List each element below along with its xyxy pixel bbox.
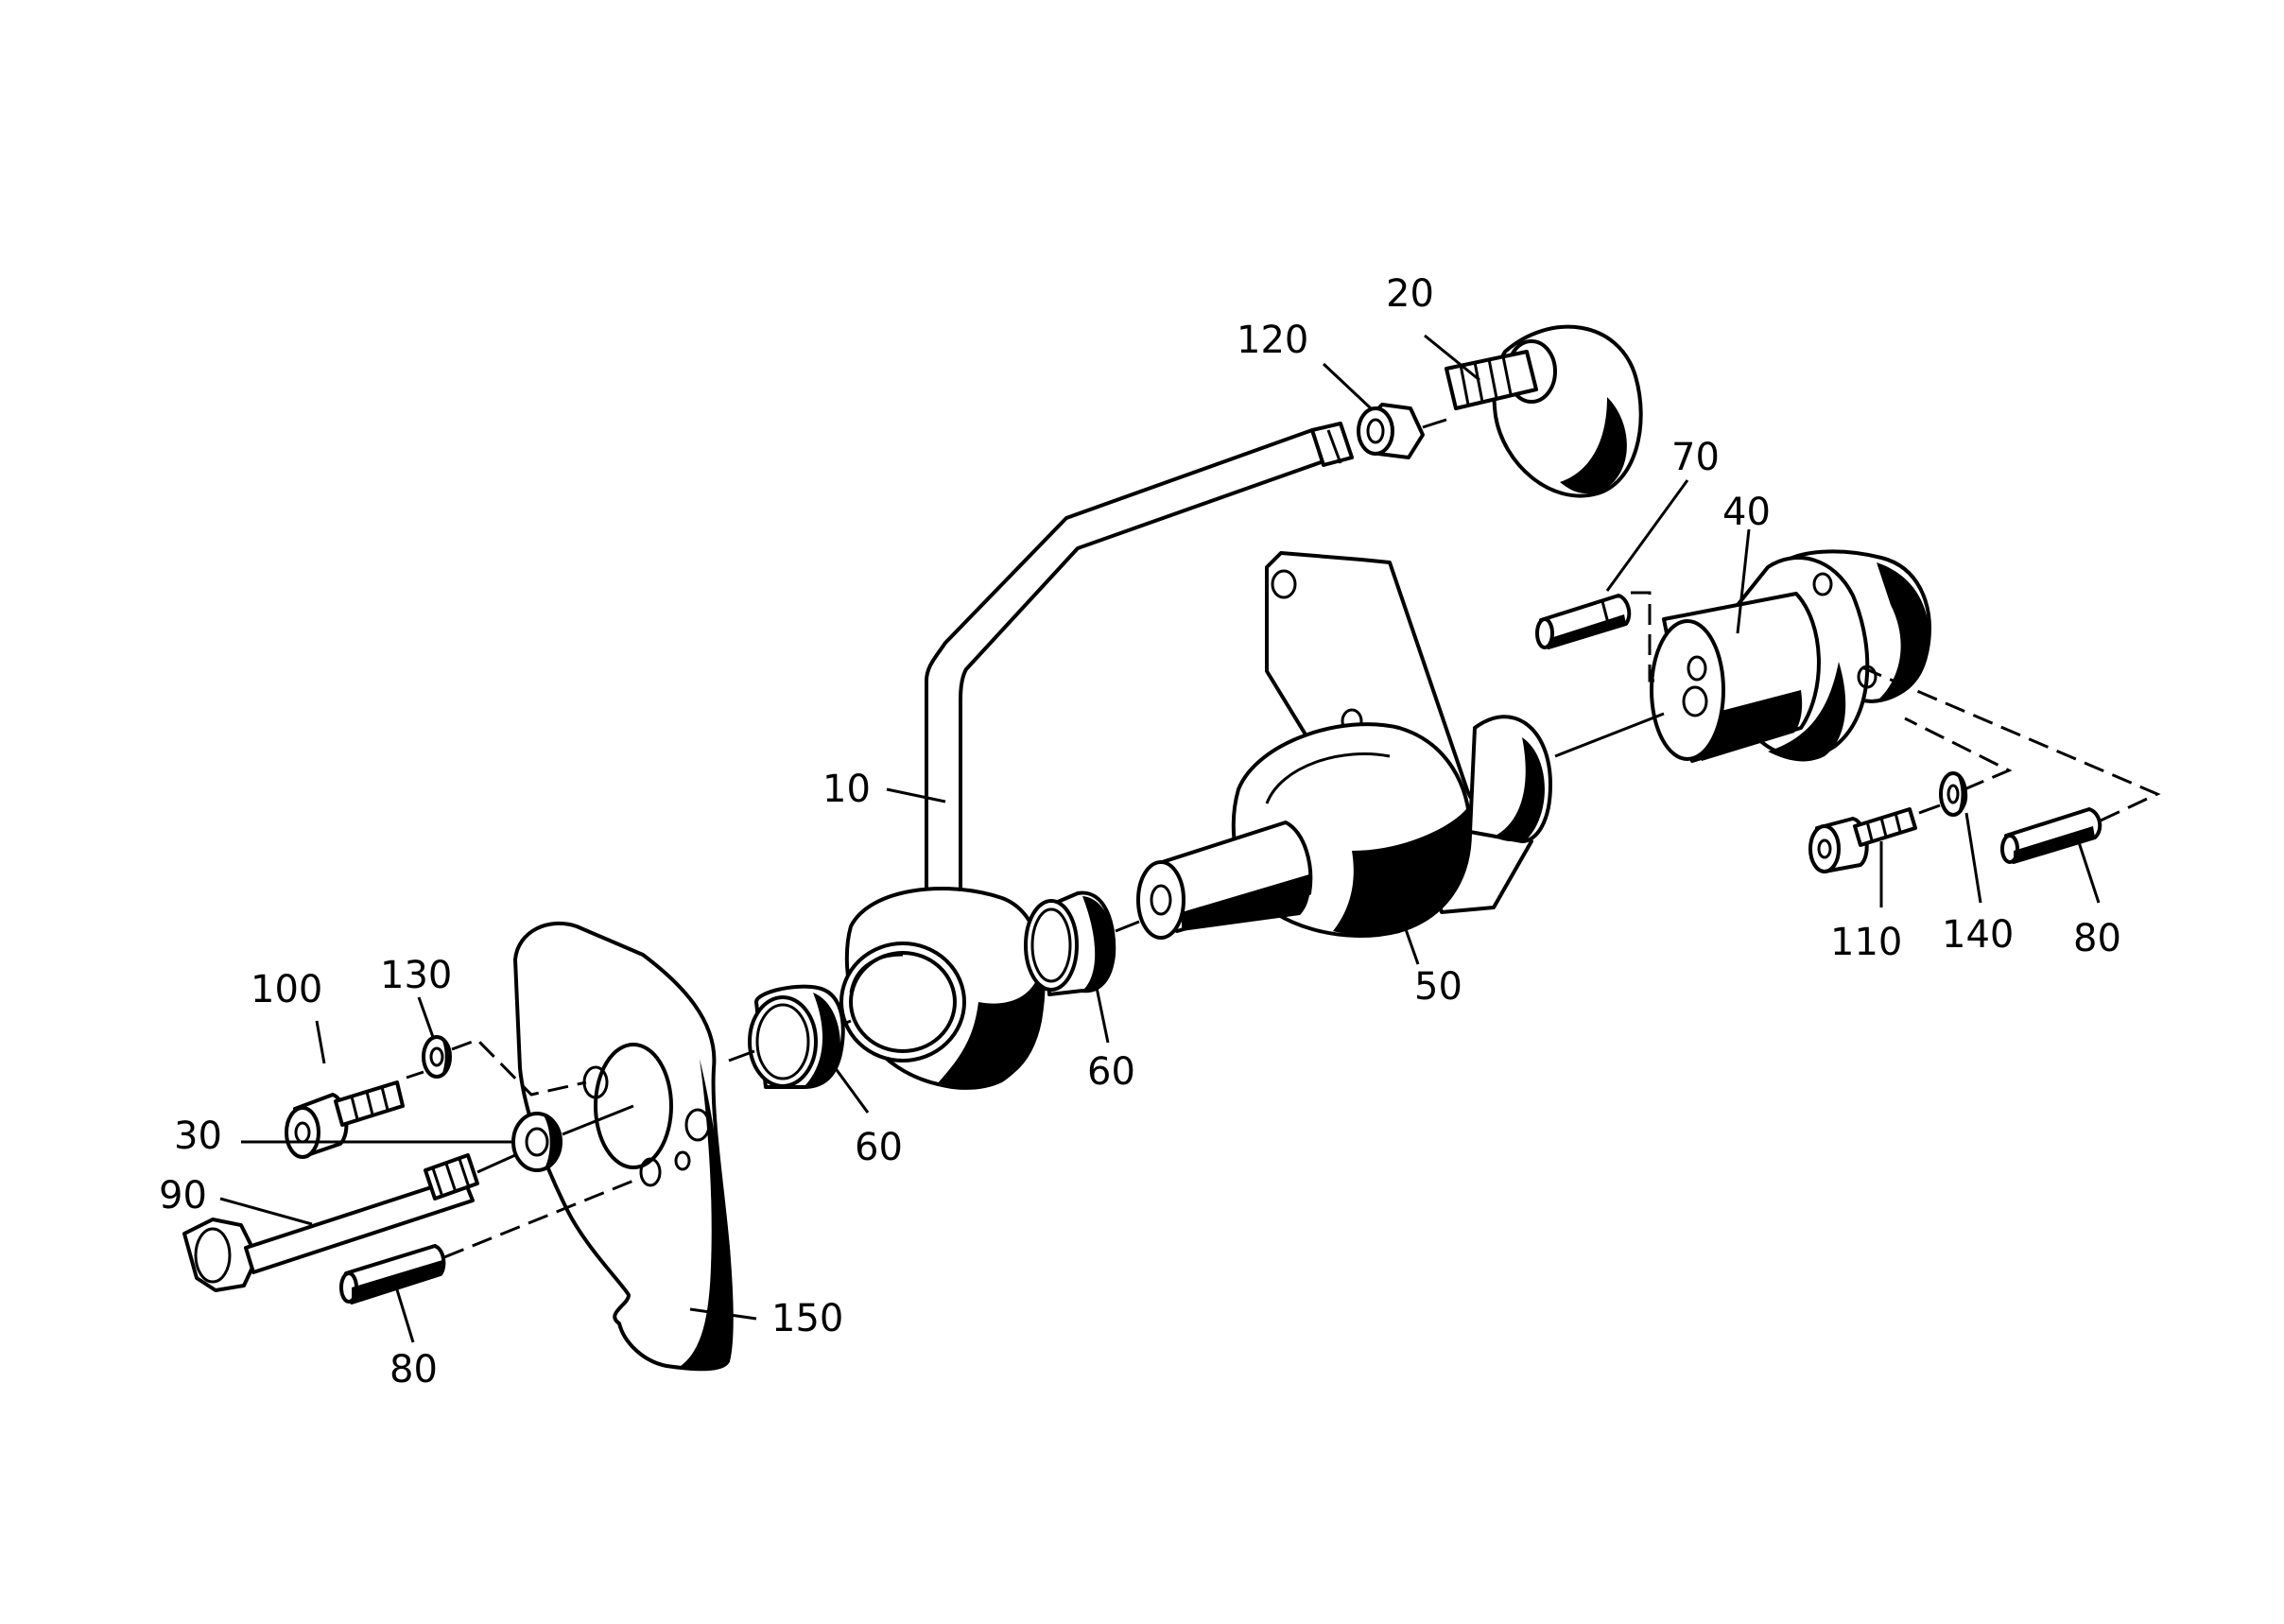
label-30: 30	[174, 1114, 222, 1158]
label-50: 50	[1414, 965, 1462, 1009]
label-20: 20	[1386, 272, 1434, 316]
part-30-washer	[511, 1112, 562, 1172]
label-60-left: 60	[855, 1126, 903, 1169]
part-110-cap-screw	[1808, 807, 1917, 873]
label-80-left: 80	[389, 1348, 438, 1391]
part-90-hex-bolt	[182, 1153, 479, 1292]
part-100-screw	[285, 1080, 405, 1159]
label-150: 150	[771, 1297, 843, 1340]
part-80-pin-right	[2000, 807, 2102, 864]
label-60-right: 60	[1087, 1050, 1135, 1094]
part-20-knob	[1445, 324, 1643, 498]
part-50-bracket-shaft	[1136, 551, 1552, 940]
label-70: 70	[1671, 436, 1720, 479]
label-40: 40	[1722, 491, 1771, 534]
label-100: 100	[251, 968, 322, 1011]
callout-labels: 10 20 120 70 40 50 60 60 110 140 80 100 …	[159, 272, 2121, 1391]
label-120: 120	[1237, 319, 1308, 362]
label-130: 130	[380, 954, 452, 997]
part-40-collar	[1650, 549, 1931, 763]
part-60-bushing-right	[1024, 890, 1116, 996]
label-80-right: 80	[2073, 917, 2121, 960]
part-60-bushing-left	[748, 984, 845, 1089]
part-130-washer	[422, 1035, 452, 1079]
assembly-lines	[406, 418, 2161, 1259]
leader-lines	[219, 334, 2101, 1343]
label-10: 10	[822, 768, 871, 811]
part-140-washer	[1939, 771, 1968, 817]
part-120-nut	[1357, 403, 1425, 459]
part-80-pin-left	[339, 1244, 446, 1304]
part-10-lever	[839, 422, 1354, 1090]
label-110: 110	[1830, 921, 1902, 964]
label-90: 90	[159, 1174, 207, 1218]
label-140: 140	[1942, 913, 2014, 957]
part-70-pin	[1535, 594, 1632, 649]
